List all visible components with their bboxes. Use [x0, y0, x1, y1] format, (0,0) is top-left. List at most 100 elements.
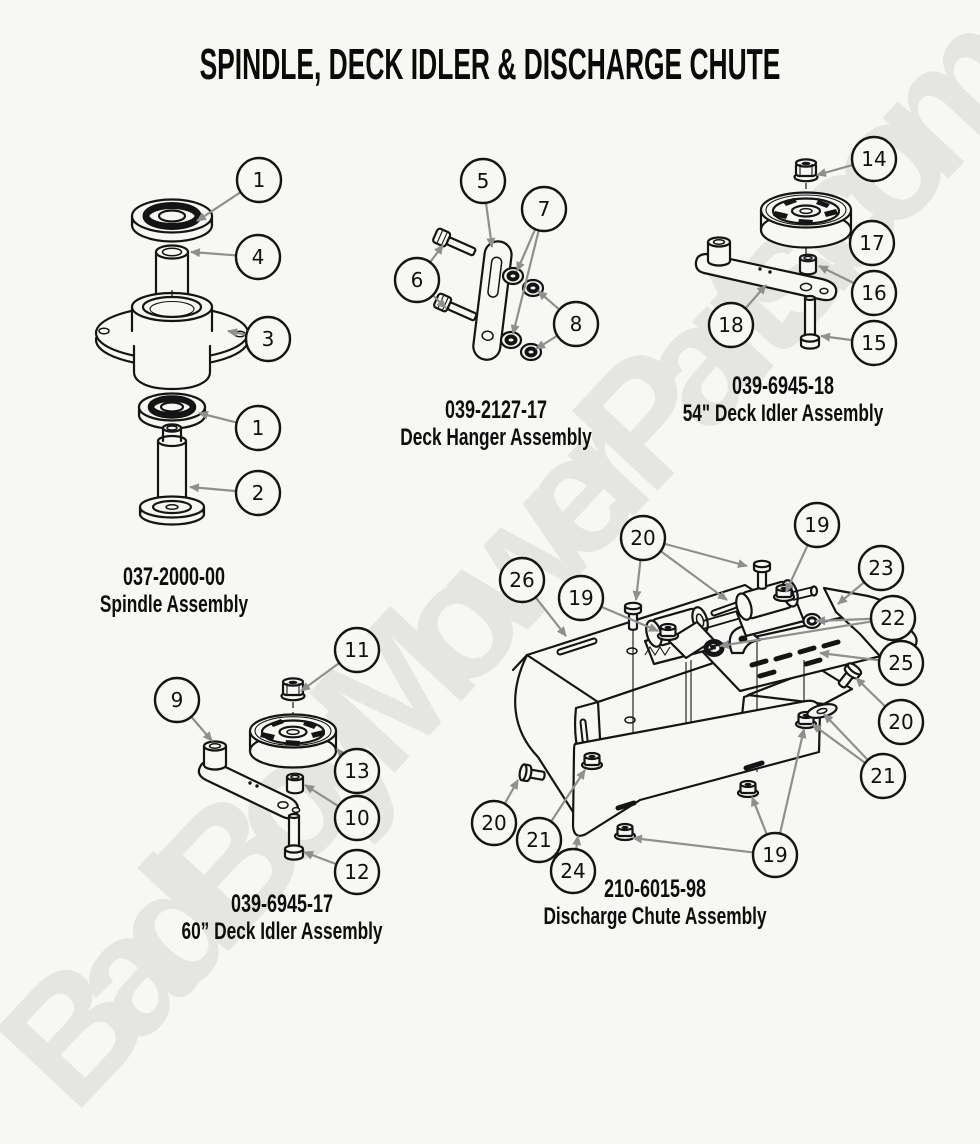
- callout-number: 6: [411, 268, 424, 292]
- callout-arrow: [301, 664, 338, 691]
- callout-25: 25: [879, 641, 923, 685]
- bearing-top-drawing: [132, 200, 212, 242]
- callout-balloons-layer: 1431257681417161815119131012261920192322…: [155, 137, 923, 894]
- callout-number: 1: [252, 416, 265, 440]
- callout-7: 7: [522, 187, 566, 231]
- spindle-assembly-drawing: [96, 200, 248, 525]
- part-number: 210-6015-98: [543, 875, 766, 903]
- callout-number: 13: [344, 759, 369, 783]
- idler-54-pulley-drawing: [761, 193, 851, 248]
- callout-8: 8: [554, 302, 598, 346]
- spindle-housing-drawing: [96, 290, 248, 389]
- callout-6: 6: [395, 258, 439, 302]
- callout-number: 14: [861, 147, 886, 171]
- callout-arrow: [636, 561, 640, 600]
- callout-3: 3: [246, 317, 290, 361]
- part-name: Spindle Assembly: [100, 591, 248, 619]
- idler-54-label: 039-6945-18 54" Deck Idler Assembly: [683, 372, 884, 428]
- callout-arrow: [817, 165, 852, 175]
- callout-4: 4: [236, 235, 280, 279]
- callout-number: 19: [762, 843, 787, 867]
- hanger-bolt-lower-drawing: [433, 293, 478, 324]
- callout-5: 5: [461, 159, 505, 203]
- callout-arrow: [190, 487, 235, 491]
- idler-54-bolt-drawing: [801, 296, 819, 349]
- callout-11: 11: [335, 628, 379, 672]
- callout-arrow: [633, 838, 752, 852]
- part-name: Deck Hanger Assembly: [400, 424, 591, 452]
- callout-arrow: [431, 245, 443, 262]
- callout-10: 10: [335, 796, 379, 840]
- page-title: SPINDLE, DECK IDLER & DISCHARGE CHUTE: [200, 40, 781, 90]
- callout-18: 18: [709, 303, 753, 347]
- callout-number: 23: [868, 556, 893, 580]
- idler-60-label: 039-6945-17 60” Deck Idler Assembly: [181, 890, 382, 946]
- callout-20: 20: [621, 516, 665, 560]
- callout-number: 20: [481, 811, 506, 835]
- callout-arrow: [305, 785, 338, 806]
- callout-13: 13: [335, 749, 379, 793]
- bearing-bottom-drawing: [139, 394, 205, 429]
- callout-number: 16: [861, 281, 886, 305]
- callout-number: 4: [252, 245, 265, 269]
- callout-20: 20: [879, 700, 923, 744]
- callout-number: 8: [570, 312, 583, 336]
- deck-hanger-label: 039-2127-17 Deck Hanger Assembly: [400, 396, 591, 452]
- callout-number: 9: [171, 688, 184, 712]
- callout-arrow: [821, 336, 851, 340]
- callout-21: 21: [517, 818, 561, 862]
- callout-arrow: [517, 230, 535, 271]
- callout-arrow: [538, 291, 559, 309]
- callout-1: 1: [237, 158, 281, 202]
- idler-60-drawing: [199, 678, 336, 859]
- callout-number: 10: [344, 806, 369, 830]
- idler-54-nut-drawing: [795, 159, 818, 181]
- hanger-nuts-drawing: [501, 268, 543, 360]
- idler-60-spacer-drawing: [287, 774, 303, 794]
- callout-number: 18: [718, 313, 743, 337]
- callout-number: 21: [526, 828, 551, 852]
- idler-60-pulley-drawing: [250, 715, 336, 768]
- callout-arrow: [786, 546, 807, 592]
- callout-arrow: [192, 718, 212, 742]
- idler-60-bolt-drawing: [285, 814, 303, 860]
- callout-number: 3: [262, 327, 275, 351]
- parts-diagram-page: { "title": "SPINDLE, DECK IDLER & DISCHA…: [0, 0, 980, 980]
- callout-14: 14: [852, 137, 896, 181]
- spindle-shaft-drawing: [140, 424, 204, 524]
- discharge-chute-label: 210-6015-98 Discharge Chute Assembly: [543, 875, 766, 931]
- callout-number: 11: [344, 638, 369, 662]
- callout-12: 12: [335, 850, 379, 894]
- callout-arrow: [576, 836, 578, 848]
- part-name: 60” Deck Idler Assembly: [181, 918, 382, 946]
- callout-number: 19: [804, 513, 829, 537]
- callout-arrow: [856, 678, 885, 706]
- callout-16: 16: [852, 271, 896, 315]
- callout-number: 20: [630, 526, 655, 550]
- part-name: Discharge Chute Assembly: [543, 903, 766, 931]
- callout-9: 9: [155, 678, 199, 722]
- callout-arrow: [486, 204, 492, 247]
- part-number: 039-6945-17: [181, 890, 382, 918]
- callout-number: 15: [861, 331, 886, 355]
- part-name: 54" Deck Idler Assembly: [683, 400, 884, 428]
- callout-number: 7: [538, 197, 551, 221]
- callout-number: 22: [880, 606, 905, 630]
- callout-number: 5: [477, 169, 490, 193]
- callout-number: 1: [253, 168, 266, 192]
- callout-arrow: [505, 780, 518, 803]
- callout-26: 26: [500, 558, 544, 602]
- callout-2: 2: [236, 471, 280, 515]
- callout-1: 1: [236, 406, 280, 450]
- callout-number: 19: [568, 586, 593, 610]
- callout-19: 19: [559, 576, 603, 620]
- callout-19: 19: [753, 833, 797, 877]
- hanger-bolt-upper-drawing: [432, 228, 477, 259]
- idler-54-spacer-drawing: [800, 255, 816, 275]
- callout-21: 21: [861, 754, 905, 798]
- callout-arrow: [746, 285, 766, 308]
- callout-17: 17: [850, 221, 894, 265]
- callout-number: 25: [888, 651, 913, 675]
- idler-60-nut-drawing: [282, 678, 305, 700]
- callout-22: 22: [871, 596, 915, 640]
